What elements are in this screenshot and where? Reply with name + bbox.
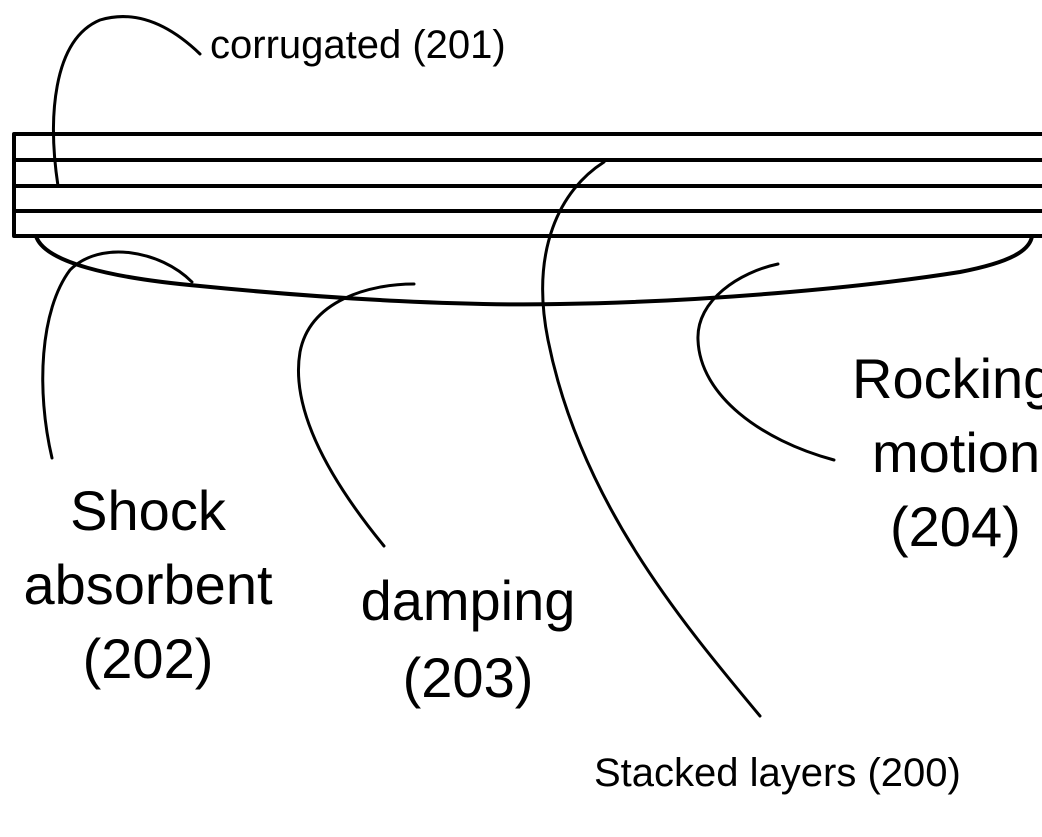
label-damping-line1: damping: [361, 569, 576, 632]
label-rocking-motion-line1: Rocking: [852, 347, 1042, 410]
label-stacked-layers: Stacked layers (200): [594, 751, 961, 795]
label-rocking-motion-line2: motion: [872, 421, 1040, 484]
label-shock-absorbent-line2: absorbent: [23, 553, 273, 616]
label-shock-absorbent-line1: Shock: [70, 479, 227, 542]
curved-base: [36, 236, 1032, 304]
layer-stack: [14, 134, 1042, 236]
label-corrugated: corrugated (201): [210, 23, 506, 67]
label-rocking-motion-number: (204): [890, 495, 1021, 558]
label-shock-absorbent-number: (202): [83, 627, 214, 690]
label-damping-number: (203): [403, 646, 534, 709]
leader-damping: [298, 284, 414, 546]
leader-stacked-layers: [543, 162, 760, 716]
